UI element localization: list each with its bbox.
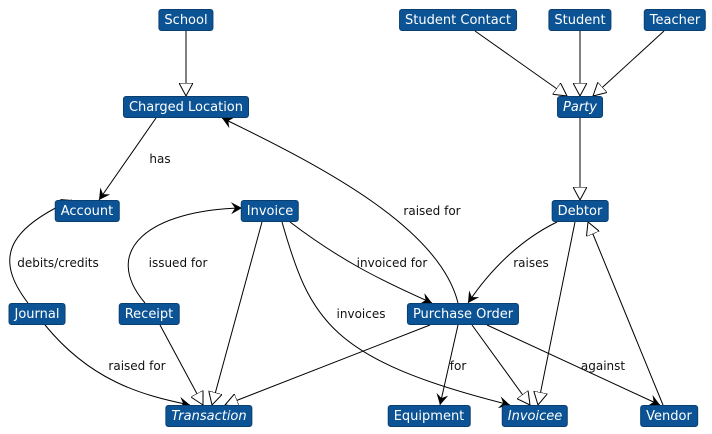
inheritance-edge-purchase_order-transaction [225,324,431,405]
association-edge-invoice-invoicee [281,221,511,409]
association-edge-journal-account [9,199,73,304]
node-invoicee[interactable]: Invoicee [501,405,569,427]
association-edge-journal-transaction [44,324,191,409]
node-journal[interactable]: Journal [8,303,66,325]
node-account[interactable]: Account [54,200,120,222]
association-edge-debtor-purchase_order [467,221,558,304]
node-charged-location[interactable]: Charged Location [122,96,250,118]
inheritance-edge-vendor-debtor [588,222,664,406]
edge-label-charged_location-account: has [149,152,171,166]
inheritance-edge-receipt-transaction [159,324,203,405]
edge-label-purchase_order-vendor: against [580,359,626,373]
node-equipment[interactable]: Equipment [387,405,471,427]
node-school[interactable]: School [158,9,214,31]
edge-label-purchase_order-equipment: for [449,359,467,373]
edge-label-purchase_order-charged_location: raised for [403,204,461,218]
association-edge-receipt-invoice [127,202,243,304]
node-teacher[interactable]: Teacher [643,9,707,31]
node-purchase-order[interactable]: Purchase Order [406,303,520,325]
node-transaction[interactable]: Transaction [165,405,253,427]
association-edge-purchase_order-charged_location [221,117,459,304]
edge-label-journal-account: debits/credits [17,256,99,270]
edge-label-receipt-invoice: issued for [148,256,208,270]
edge-label-invoice-invoicee: invoices [336,307,386,321]
inheritance-edge-invoice-transaction [212,221,263,405]
node-invoice[interactable]: Invoice [240,200,300,222]
association-edge-purchase_order-vendor [486,324,661,406]
node-debtor[interactable]: Debtor [551,200,609,222]
node-party[interactable]: Party [557,96,603,118]
association-edge-invoice-purchase_order [289,221,433,305]
node-student-contact[interactable]: Student Contact [399,9,517,31]
association-edge-charged_location-account [98,117,157,201]
edge-label-journal-transaction: raised for [108,359,166,373]
inheritance-edge-student_contact-party [474,30,567,96]
inheritance-edge-purchase_order-invoicee [471,324,530,405]
association-edge-purchase_order-equipment [436,324,459,406]
node-receipt[interactable]: Receipt [118,303,180,325]
node-student[interactable]: Student [548,9,612,31]
edge-label-debtor-purchase_order: raises [513,256,549,270]
inheritance-edge-debtor-invoicee [538,221,576,405]
edge-label-invoice-purchase_order: invoiced for [356,256,428,270]
inheritance-edge-teacher-party [593,30,665,96]
node-vendor[interactable]: Vendor [640,405,698,427]
